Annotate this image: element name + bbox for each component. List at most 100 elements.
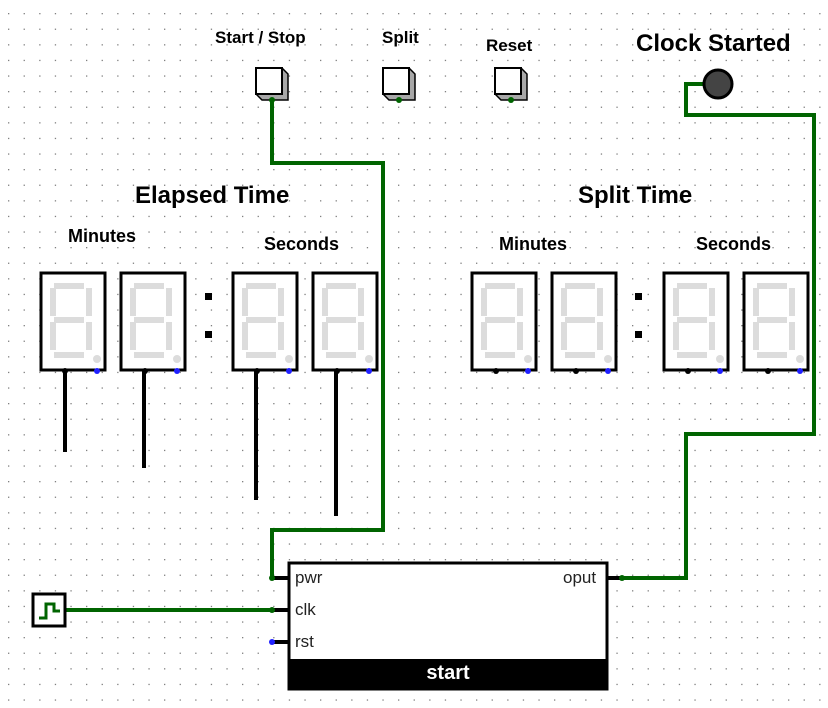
segment-b — [561, 288, 567, 316]
segment-e — [322, 322, 328, 350]
segment-d — [54, 317, 84, 323]
split-minutes-label: Minutes — [499, 234, 568, 254]
chip-pin-clk: clk — [295, 600, 316, 619]
decimal-point — [365, 355, 373, 363]
input-pin — [334, 368, 340, 374]
segment-e — [130, 322, 136, 350]
segment-e — [50, 322, 56, 350]
elapsed-digit-3 — [231, 271, 299, 374]
segment-f — [278, 322, 284, 350]
segment-g — [246, 352, 276, 358]
label-reset: Reset — [486, 36, 533, 55]
input-pin — [142, 368, 148, 374]
segment-a — [485, 283, 515, 289]
segment-b — [242, 288, 248, 316]
dp-pin — [94, 368, 100, 374]
dp-pin — [717, 368, 723, 374]
split-seconds-label: Seconds — [696, 234, 772, 254]
wire-oput-to-led[interactable] — [622, 82, 816, 580]
elapsed-digit-4 — [311, 271, 379, 374]
split-digit-3 — [662, 271, 730, 374]
elapsed-time-title: Elapsed Time — [135, 182, 290, 209]
segment-g — [134, 352, 164, 358]
split-digit-1 — [470, 271, 538, 374]
segment-e — [242, 322, 248, 350]
segment-d — [326, 317, 356, 323]
clock-wave-icon — [39, 602, 60, 620]
segment-d — [246, 317, 276, 323]
decimal-point — [716, 355, 724, 363]
segment-g — [565, 352, 595, 358]
dp-pin — [797, 368, 803, 374]
segment-b — [673, 288, 679, 316]
segment-c — [166, 288, 172, 316]
input-pin — [685, 368, 691, 374]
segment-a — [757, 283, 787, 289]
label-start-stop: Start / Stop — [215, 28, 306, 47]
chip-pin-oput: oput — [563, 568, 597, 587]
segment-d — [565, 317, 595, 323]
segment-c — [709, 288, 715, 316]
button-split[interactable] — [382, 67, 416, 103]
input-pin — [62, 368, 68, 374]
segment-a — [677, 283, 707, 289]
segment-f — [597, 322, 603, 350]
segment-b — [753, 288, 759, 316]
segment-c — [517, 288, 523, 316]
start-stop-pin-dot — [269, 97, 275, 103]
segment-g — [677, 352, 707, 358]
decimal-point — [604, 355, 612, 363]
input-pin — [254, 368, 260, 374]
input-pin — [493, 368, 499, 374]
segment-d — [134, 317, 164, 323]
split-colon — [635, 293, 642, 338]
led-clock-started — [702, 68, 734, 100]
decimal-point — [796, 355, 804, 363]
label-split: Split — [382, 28, 419, 47]
split-time-title: Split Time — [578, 182, 693, 209]
chip-pin-rst: rst — [295, 632, 314, 651]
clock-source[interactable] — [31, 592, 67, 628]
segment-e — [561, 322, 567, 350]
dp-pin — [174, 368, 180, 374]
segment-b — [50, 288, 56, 316]
decimal-point — [93, 355, 101, 363]
label-clock-started: Clock Started — [636, 30, 791, 57]
dp-pin — [605, 368, 611, 374]
chip-title: start — [289, 659, 607, 689]
segment-d — [485, 317, 515, 323]
segment-c — [789, 288, 795, 316]
segment-g — [326, 352, 356, 358]
segment-a — [134, 283, 164, 289]
decimal-point — [524, 355, 532, 363]
decimal-point — [285, 355, 293, 363]
dp-pin — [366, 368, 372, 374]
button-reset[interactable] — [494, 67, 528, 103]
button-start-stop[interactable] — [255, 67, 289, 101]
segment-e — [481, 322, 487, 350]
segment-a — [565, 283, 595, 289]
grid-dots — [8, 13, 821, 701]
pin-rst-dot — [269, 639, 275, 645]
segment-a — [326, 283, 356, 289]
elapsed-digit-2 — [119, 271, 187, 374]
pin-pwr-dot — [269, 575, 275, 581]
segment-f — [789, 322, 795, 350]
input-pin — [573, 368, 579, 374]
segment-f — [517, 322, 523, 350]
elapsed-seconds-label: Seconds — [264, 234, 340, 254]
decimal-point — [173, 355, 181, 363]
segment-a — [246, 283, 276, 289]
dp-pin — [525, 368, 531, 374]
segment-f — [709, 322, 715, 350]
segment-g — [485, 352, 515, 358]
segment-g — [757, 352, 787, 358]
segment-c — [86, 288, 92, 316]
segment-b — [130, 288, 136, 316]
elapsed-minutes-label: Minutes — [68, 226, 137, 246]
seven-segment-displays — [39, 271, 810, 374]
segment-e — [753, 322, 759, 350]
segment-f — [166, 322, 172, 350]
elapsed-colon — [205, 293, 212, 338]
